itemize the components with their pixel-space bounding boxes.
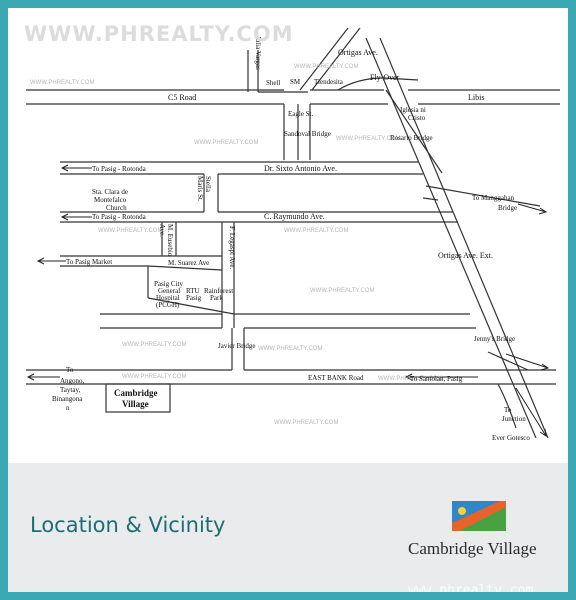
label-to-manggahan: To Manggahan [472, 194, 515, 202]
label-to-angono: Angono, [60, 377, 85, 385]
label-to-angono: To [66, 366, 74, 374]
label-to-angono: n [66, 404, 70, 412]
label-pcgh: Pasig City [154, 280, 183, 288]
direction-arrows [26, 164, 550, 438]
label-to-junction: Junction [502, 415, 526, 423]
label-eagle-st: Eagle St. [288, 110, 314, 118]
label-to-manggahan: Bridge [498, 204, 517, 212]
label-to-angono: Binangona [52, 395, 83, 403]
watermark-text: WWW.PHREALTY.COM [122, 342, 186, 348]
label-rainforest: Park [210, 294, 223, 302]
watermark-text: WWW.PHREALTY.COM [336, 136, 400, 142]
label-rtu: Pasig [186, 294, 202, 302]
label-javier-bridge: Javier Bridge [218, 342, 256, 350]
label-stella-maris: Maris St. [196, 176, 204, 202]
vicinity-map: WWW.PHREALTY.COM WWW.PHREALTY.COM WWW.PH… [8, 8, 568, 463]
watermark-text: WWW.PHREALTY.COM [98, 228, 162, 234]
label-east-bank: EAST BANK Road [308, 374, 364, 382]
label-flyover: Fly-Over [370, 73, 400, 82]
watermark-text: WWW.PHREALTY.COM [294, 64, 358, 70]
label-rainforest: Rainforest [204, 287, 233, 295]
label-ever-gotesco: Ever Gotesco [492, 434, 530, 442]
watermark-text: WWW.PHREALTY.COM [194, 140, 258, 146]
watermark-text: WWW.PHREALTY.COM [310, 288, 374, 294]
watermark-text: WWW.PHREALTY.COM [122, 374, 186, 380]
label-sta-clara: Sta. Clara de [92, 188, 128, 196]
label-julia-vargas: Julia Vargas [254, 36, 262, 70]
label-pcgh: General [158, 287, 180, 295]
cambridge-village-logo [452, 501, 506, 531]
label-m-eusebio: M. Eusebio [166, 224, 174, 257]
label-shell: Shell [266, 79, 280, 87]
road-network [26, 27, 560, 439]
label-jennys-bridge: Jenny's Bridge [474, 335, 515, 343]
label-pcgh: Hospital [156, 294, 180, 302]
label-tiendesita: Tiendesita [314, 78, 344, 86]
footer: Location & Vicinity Cambridge Village ww… [8, 463, 568, 592]
small-watermarks: WWW.PHREALTY.COM WWW.PHREALTY.COM WWW.PH… [30, 64, 442, 426]
map-labels: Ortigas Ave. Julia Vargas Shell SM Tiend… [52, 36, 530, 442]
label-pcgh: (PCGH) [156, 301, 180, 309]
map-svg: WWW.PHREALTY.COM WWW.PHREALTY.COM WWW.PH… [26, 27, 560, 442]
brand-name: Cambridge Village [408, 539, 537, 558]
label-c-raymundo: C. Raymundo Ave. [264, 212, 325, 221]
label-ortigas-ave: Ortigas Ave. [338, 48, 378, 57]
watermark-text: WWW.PHREALTY.COM [258, 346, 322, 352]
label-iglesia: Iglesia ni [400, 106, 426, 114]
cambridge-village-box [105, 383, 171, 413]
label-rtu: RTU [186, 287, 200, 295]
label-to-pasig-market: To Pasig Market [66, 258, 112, 266]
label-c5-road: C5 Road [168, 93, 196, 102]
label-libis: Libis [468, 93, 484, 102]
watermark-top: WWW.PHREALTY.COM [24, 22, 294, 46]
label-m-eusebio: Ave. [158, 224, 166, 237]
watermark-text: WWW.PHREALTY.COM [378, 376, 442, 382]
label-dr-sixto: Dr. Sixto Antonio Ave. [264, 164, 337, 173]
label-sm: SM [290, 78, 301, 86]
label-m-suarez: M. Suarez Ave [168, 259, 209, 267]
label-iglesia: Cristo [408, 114, 426, 122]
label-sta-clara: Church [106, 204, 127, 212]
label-ortigas-ext: Ortigas Ave. Ext. [438, 251, 493, 260]
map-frame: WWW.PHREALTY.COM WWW.PHREALTY.COM WWW.PH… [8, 8, 568, 592]
location-title: Location & Vicinity [30, 513, 226, 537]
watermark-text: WWW.PHREALTY.COM [30, 80, 94, 86]
label-rosario-bridge: Rosario Bridge [390, 134, 433, 142]
label-stella-maris: Stella [204, 176, 212, 193]
label-cambridge: Cambridge [114, 388, 158, 398]
label-sandoval-bridge: Sandoval Bridge [284, 130, 331, 138]
label-cambridge: Village [122, 399, 149, 409]
label-sta-clara: Montefalco [94, 196, 127, 204]
label-to-angono: Taytay, [60, 386, 80, 394]
watermark-text: WWW.PHREALTY.COM [274, 420, 338, 426]
label-f-legaspi: F. Legaspi Ave. [228, 226, 236, 269]
watermark-text: WWW.PHREALTY.COM [284, 228, 348, 234]
label-to-pasig-rotonda: To Pasig - Rotonda [92, 165, 147, 173]
footer-watermark: www.phrealty.com [408, 583, 534, 592]
label-to-junction: To [504, 406, 512, 414]
label-to-santolan: To Santolan, Pasig [410, 375, 463, 383]
label-to-pasig-rotonda-2: To Pasig - Rotonda [92, 213, 147, 221]
